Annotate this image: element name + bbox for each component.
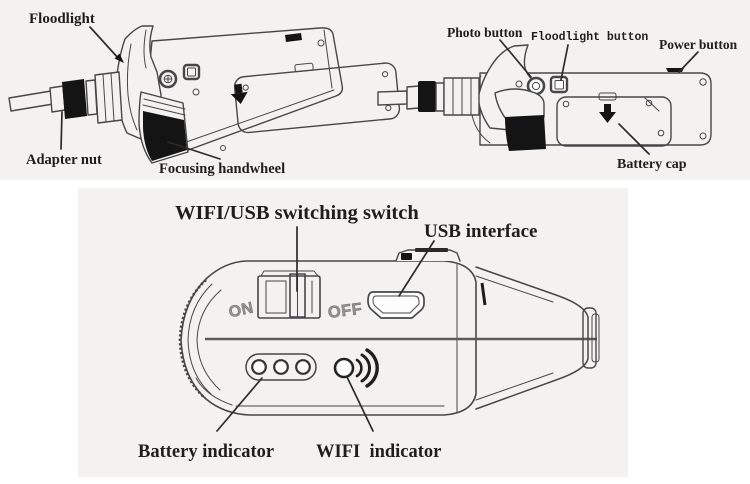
screw-icon	[220, 145, 226, 151]
leader-line-photo-button	[499, 39, 532, 78]
battery-indicator-label: Battery indicator	[138, 442, 274, 462]
device-isometric-view: Floodlight Adapter nut Focusing handwhee…	[8, 11, 401, 177]
leader-line-focusing-handwheel	[167, 141, 221, 160]
body-seam-line	[174, 89, 335, 147]
tail-cone	[475, 266, 600, 410]
leader-line-adapter-nut	[60, 111, 63, 150]
slide-arrow-icon	[230, 83, 248, 104]
power-button-mark	[285, 33, 302, 42]
floodlight-button	[182, 63, 201, 81]
probe-assembly	[8, 71, 123, 124]
led-dot	[295, 359, 311, 375]
led-dot	[273, 359, 289, 375]
probe-collar	[406, 85, 420, 110]
screw-icon	[657, 129, 665, 137]
screw-icon	[381, 71, 389, 78]
switch-off-marking: OFF	[327, 300, 363, 322]
probe-ring	[435, 82, 445, 112]
screw-icon	[645, 99, 653, 107]
screw-icon	[317, 39, 325, 47]
floodlight-label: Floodlight	[29, 11, 95, 27]
adapter-nut-ring	[418, 81, 436, 112]
focusing-handwheel-label: Focusing handwheel	[159, 161, 285, 177]
device-side-view: Photo button Floodlight button Power but…	[377, 25, 738, 172]
usb-interface-label: USB interface	[424, 221, 537, 242]
focusing-handwheel	[494, 88, 546, 151]
probe-base	[94, 71, 123, 124]
device-body	[180, 260, 477, 416]
wifi-indicator-label: WIFI indicator	[316, 442, 441, 462]
leader-line-wifi-indicator	[346, 376, 374, 432]
probe-tube	[377, 90, 408, 106]
bottom-seam-curve	[195, 377, 233, 406]
slide-arrow-icon	[604, 104, 611, 113]
usb-port	[367, 291, 425, 319]
adapter-nut-ring	[62, 79, 87, 119]
leader-line-usb	[398, 240, 435, 297]
photo-button	[158, 69, 178, 89]
battery-cap-panel	[233, 62, 401, 134]
leader-line-battery-indicator	[216, 377, 263, 432]
housing-inner-line	[126, 43, 138, 131]
focusing-handwheel	[138, 91, 189, 164]
focus-wheel-edge	[178, 279, 222, 399]
panel-latch	[598, 92, 617, 101]
battery-indicator-leds	[245, 353, 317, 381]
screw-icon	[242, 84, 249, 91]
leader-line-power-button	[678, 51, 699, 73]
leader-line-floodlight	[89, 26, 120, 60]
usb-exterior-bump	[395, 248, 461, 262]
leader-line-floodlight-button	[560, 44, 569, 81]
leader-arrowhead	[114, 53, 124, 63]
switch-slot	[265, 280, 287, 314]
screw-icon	[192, 88, 200, 96]
probe-tube	[8, 90, 54, 112]
body-edge-line	[323, 29, 333, 89]
photo-button-label: Photo button	[447, 25, 523, 40]
battery-cap-panel	[556, 92, 672, 147]
wifi-indicator-icon	[333, 348, 379, 388]
housing-inner-line	[143, 29, 147, 69]
floodlight-button-label: Floodlight button	[531, 31, 648, 44]
probe-assembly	[377, 77, 480, 116]
device-top-view: ON OFF	[138, 202, 600, 462]
adapter-nut-label: Adapter nut	[26, 152, 102, 168]
power-button-label: Power button	[659, 37, 738, 52]
screw-icon	[699, 78, 707, 86]
screw-icon	[385, 104, 392, 112]
led-dot	[251, 359, 267, 375]
wifi-usb-switch	[257, 270, 321, 319]
tail-end-face	[582, 307, 597, 369]
floodlight-button	[549, 75, 569, 94]
wifi-usb-switch-label: WIFI/USB switching switch	[175, 202, 419, 224]
screw-icon	[562, 100, 570, 108]
cone-accent-mark	[480, 282, 487, 306]
panel-latch	[294, 62, 314, 73]
screw-icon	[699, 132, 707, 140]
battery-cap-label: Battery cap	[617, 157, 687, 172]
switch-on-marking: ON	[227, 300, 255, 322]
bottom-panel-background	[78, 188, 628, 477]
leader-line-battery-cap	[618, 123, 650, 155]
screw-icon	[515, 80, 523, 88]
